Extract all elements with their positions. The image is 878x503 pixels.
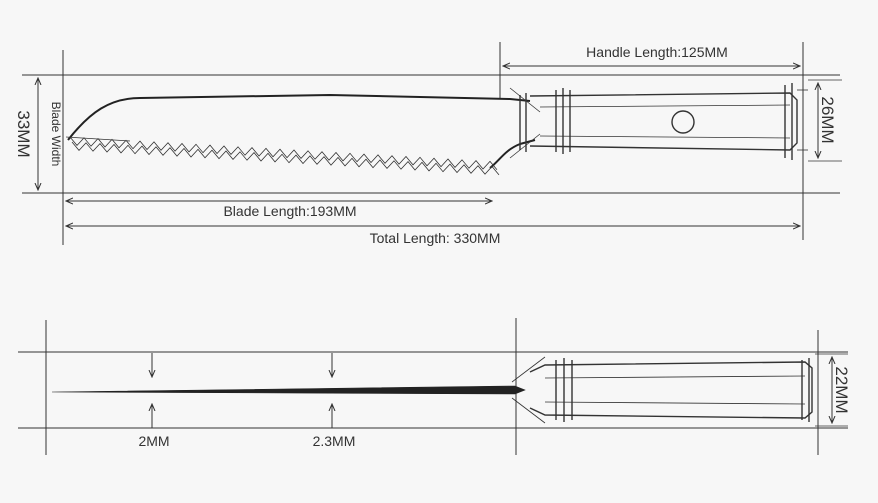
- blade-profile: [51, 385, 526, 395]
- handle-side-view: [529, 358, 813, 422]
- blade-width-label: Blade Width: [49, 102, 63, 167]
- handle-height-value: 22MM: [832, 366, 851, 413]
- blade-width-value: 33MM: [14, 110, 33, 157]
- thickness-2-label: 2.3MM: [313, 433, 356, 449]
- bolster: [509, 87, 541, 159]
- side-view: 2MM 2.3MM 22MM: [18, 318, 851, 455]
- serrated-edge-upper: [69, 136, 498, 171]
- blade-tip-edge: [65, 136, 131, 142]
- blade-spine: [67, 93, 531, 141]
- handle-width-value: 26MM: [818, 96, 837, 143]
- top-view: Handle Length:125MM Blade Length:193MM T…: [14, 42, 842, 246]
- blade-heel: [489, 139, 536, 169]
- thickness-1-label: 2MM: [138, 433, 169, 449]
- handle-rivet: [671, 110, 695, 134]
- total-length-label: Total Length: 330MM: [370, 230, 501, 246]
- handle-top-view: [529, 83, 808, 160]
- handle-length-label: Handle Length:125MM: [586, 44, 728, 60]
- blade-length-label: Blade Length:193MM: [223, 203, 356, 219]
- serrated-edge-lower: [71, 141, 500, 176]
